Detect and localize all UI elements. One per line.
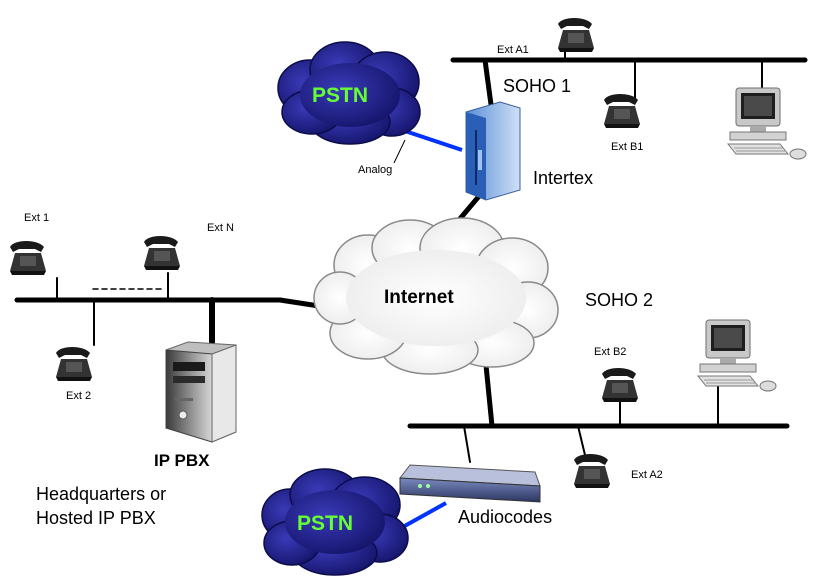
ip-pbx-server-icon	[165, 341, 237, 443]
phone-icon	[574, 454, 610, 488]
soho1-label: SOHO 1	[503, 76, 572, 96]
phone-icon	[602, 368, 638, 402]
ext-a2-soho2-label: Ext A2	[631, 469, 663, 481]
internet-label: Internet	[384, 287, 454, 308]
phone-icon	[558, 18, 594, 52]
hq-label-line1: Headquarters or	[36, 484, 167, 504]
phone-icon	[604, 94, 640, 128]
phone-icon	[10, 241, 46, 275]
ext-1-label: Ext 1	[24, 212, 50, 224]
ip-pbx-label: IP PBX	[154, 451, 210, 470]
ext-b2-soho2-label: Ext B2	[594, 346, 627, 358]
pstn-label-bottom: PSTN	[297, 512, 354, 535]
ext-2-label: Ext 2	[66, 390, 92, 402]
ext-b1-soho1-label: Ext B1	[611, 141, 644, 153]
analog-pointer	[393, 139, 406, 164]
ext-a1-soho1-label: Ext A1	[497, 44, 529, 56]
intertex-gateway-icon	[465, 101, 521, 201]
pstn-label-top: PSTN	[312, 84, 369, 107]
computer-icon	[727, 87, 807, 160]
soho2-label: SOHO 2	[585, 290, 654, 310]
pstn-cloud-top	[277, 41, 421, 145]
audiocodes-label: Audiocodes	[458, 507, 553, 527]
analog-label: Analog	[358, 164, 393, 176]
phone-icon	[144, 236, 180, 270]
intertex-label: Intertex	[533, 168, 594, 188]
pstn-cloud-bottom	[261, 468, 409, 576]
audiocodes-gateway-icon	[399, 464, 541, 503]
ext-n-label: Ext N	[207, 222, 234, 234]
hq-label-line2: Hosted IP PBX	[36, 508, 156, 528]
phone-icon	[56, 347, 92, 381]
computer-icon	[697, 319, 777, 392]
internet-cloud	[313, 217, 559, 375]
